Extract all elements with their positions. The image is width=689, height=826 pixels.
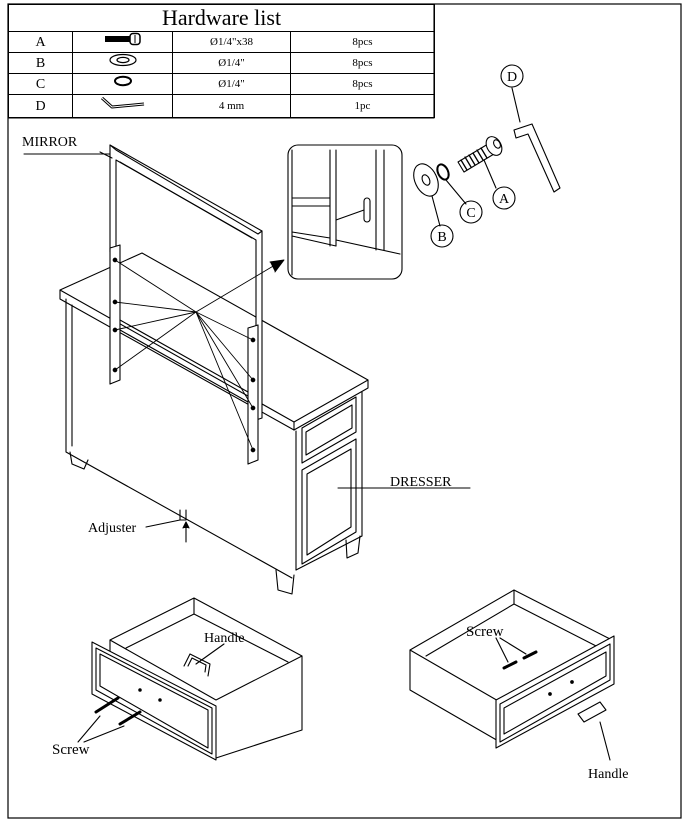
assembly-fan-lines	[114, 259, 285, 451]
hardware-list-table: Hardware list A Ø1/4"x38 8pcs B Ø1/4" 8p…	[8, 4, 435, 118]
callout-a-circle	[492, 186, 516, 210]
drawer-right	[409, 589, 615, 761]
right-handle-label: Handle	[588, 767, 628, 782]
drawer-left	[77, 597, 303, 761]
callout-a-label: A	[499, 192, 510, 207]
hardware-explode	[413, 87, 561, 227]
hardware-qty: 1pc	[290, 94, 435, 118]
callout-b-label: B	[437, 230, 446, 245]
right-screw-label: Screw	[466, 624, 504, 640]
hardware-letter: D	[8, 94, 73, 118]
adjuster-label: Adjuster	[88, 521, 137, 536]
left-screw-label: Screw	[52, 742, 90, 758]
mirror-label: MIRROR	[22, 135, 78, 150]
left-handle-label: Handle	[204, 631, 244, 646]
hardware-row-a: A Ø1/4"x38 8pcs	[8, 31, 435, 53]
adjuster-leader	[145, 519, 181, 528]
hardware-spec: Ø1/4"	[172, 52, 291, 74]
callout-b-circle	[430, 224, 454, 248]
hardware-row-d: D 4 mm 1pc	[8, 94, 435, 118]
callout-c-label: C	[466, 206, 475, 221]
dresser-label: DRESSER	[390, 475, 452, 490]
callout-c-circle	[459, 200, 483, 224]
detail-bubble	[287, 144, 403, 280]
hardware-row-b: B Ø1/4" 8pcs	[8, 52, 435, 74]
dresser	[59, 252, 369, 595]
callout-d-label: D	[507, 70, 517, 85]
callout-d-circle	[500, 64, 524, 88]
allen-wrench-icon	[72, 94, 173, 118]
hardware-spec: 4 mm	[172, 94, 291, 118]
